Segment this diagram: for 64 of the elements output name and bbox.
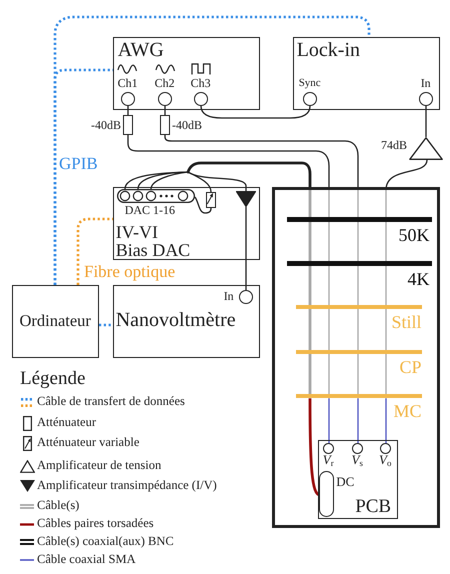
instrument-box	[293, 37, 440, 110]
port-label: V$_{r}$	[322, 453, 334, 469]
dotted-connector	[99, 324, 113, 326]
pcb-box	[318, 440, 398, 518]
connector	[127, 106, 129, 115]
amplifier-symbol	[236, 190, 256, 207]
connector	[188, 171, 212, 192]
legend-text: Câble de transfert de données	[37, 394, 185, 408]
temperature-label: 4K	[408, 268, 430, 290]
temperature-label: CP	[399, 357, 422, 378]
connector	[164, 134, 359, 444]
attenuation-label: -40dB	[172, 119, 202, 133]
port-label: V$_{o}$	[379, 453, 392, 469]
legend-text: Amplificateur transimpédance (I/V)	[37, 478, 217, 492]
temperature-label: 50K	[398, 224, 430, 246]
cryostat-box	[272, 187, 440, 528]
legend-text: Amplificateur de tension	[37, 458, 162, 472]
connector	[425, 106, 427, 137]
attenuation-label: -40dB	[91, 119, 121, 133]
connector	[245, 207, 247, 290]
legend-text: Atténuateur	[37, 415, 96, 430]
connector	[150, 171, 188, 190]
legend-text: Atténuateur variable	[37, 435, 140, 450]
gain-label: 74dB	[380, 139, 407, 153]
computer-box	[12, 285, 99, 358]
port-label: Ch1	[118, 76, 138, 90]
box-title: Ordinateur	[19, 312, 91, 331]
connector-label: DAC 1-16	[124, 204, 176, 218]
box-title: AWG	[118, 38, 164, 62]
box-title: Nanovoltmètre	[116, 308, 236, 332]
connector	[200, 106, 311, 119]
port-label: In	[420, 76, 431, 90]
connector	[127, 135, 330, 444]
box-title: Lock-in	[296, 38, 360, 62]
attenuator-symbol	[160, 115, 170, 135]
box-title: IV-VI Bias DAC	[116, 222, 192, 259]
port-label: Sync	[298, 76, 321, 90]
temperature-label: Still	[391, 312, 422, 333]
dotted-connector	[76, 218, 113, 285]
legend-title: Légende	[20, 368, 86, 390]
instrument-box	[113, 37, 260, 110]
port-label: Ch3	[190, 76, 211, 90]
connector	[385, 160, 428, 444]
legend-text: Câble(s)	[37, 498, 80, 512]
attenuator-symbol	[123, 115, 133, 135]
instrument-box	[113, 187, 260, 260]
variable-attenuator-symbol	[206, 192, 216, 208]
temperature-label: MC	[393, 401, 422, 422]
connector-label: DC	[336, 475, 354, 490]
connector	[164, 106, 166, 115]
legend-text: Câble(s) coaxial(aux) BNC	[37, 534, 174, 548]
port-label: Ch2	[154, 76, 175, 90]
instrument-box	[113, 285, 260, 358]
connector	[188, 171, 247, 191]
port-label: In	[224, 290, 234, 304]
port-label: V$_{s}$	[352, 453, 363, 469]
connector	[194, 196, 212, 214]
box-title: PCB	[355, 496, 392, 518]
amplifier-symbol	[409, 137, 443, 160]
dotted-connector	[54, 16, 370, 285]
connector-symbol	[319, 471, 334, 518]
edge-label: Fibre optique	[83, 262, 176, 282]
legend-text: Câbles paires torsadées	[37, 516, 154, 530]
legend-text: Câble coaxial SMA	[37, 552, 136, 566]
